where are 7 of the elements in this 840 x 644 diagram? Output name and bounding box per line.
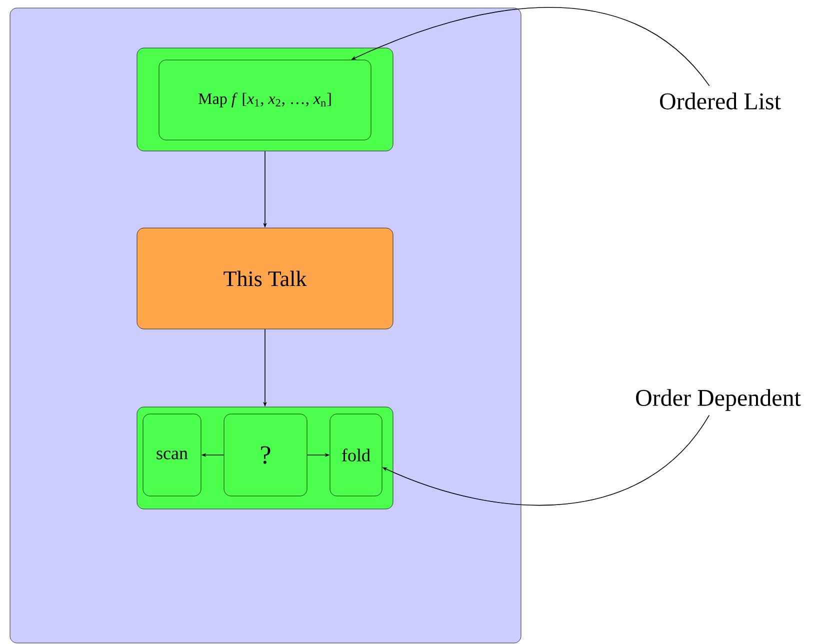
process-box: fold [330, 414, 382, 496]
process-box: Map f [x$_{1}$, x$_{2}$, …, x$_{n}$] [158, 60, 372, 140]
annotation-text: Order Dependent [636, 389, 801, 411]
process-box: This Talk [136, 228, 394, 330]
process-box: ? [224, 414, 308, 496]
process-box: scan [142, 414, 202, 496]
annotation-text: Ordered List [660, 92, 781, 110]
